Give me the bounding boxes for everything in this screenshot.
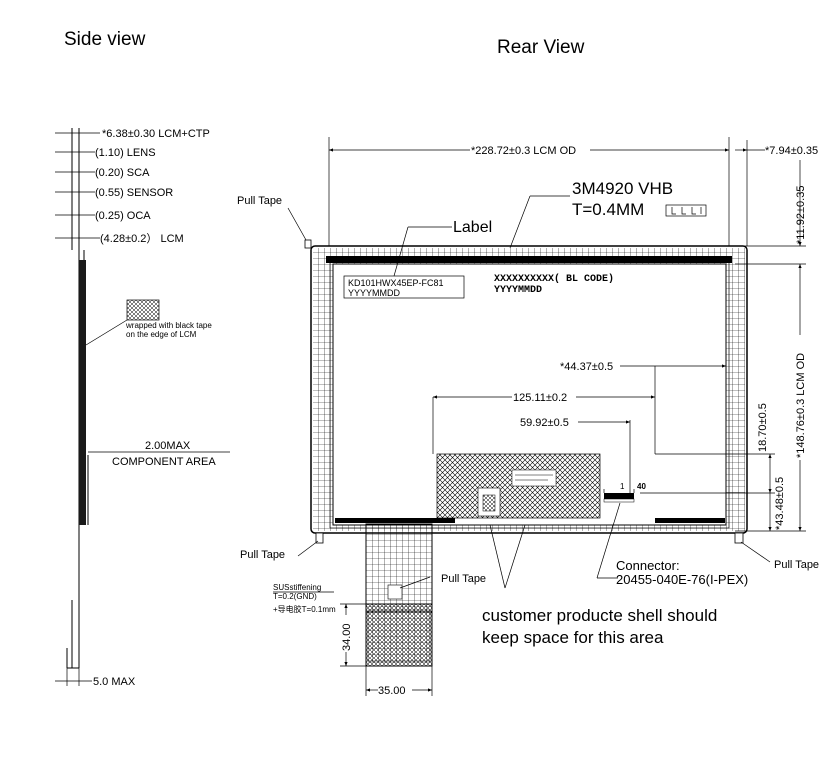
dim-35: 35.00 bbox=[378, 685, 406, 697]
label-box bbox=[343, 275, 465, 299]
label-part-number: KD101HWX45EP-FC81 bbox=[348, 278, 444, 288]
side-lcm-body bbox=[79, 260, 86, 525]
side-dim-lens: (1.10) LENS bbox=[95, 147, 156, 159]
tape-note-line1: wrapped with black tape bbox=[125, 321, 212, 330]
customer-note-line1: customer producte shell should bbox=[482, 606, 717, 625]
bl-code: XXXXXXXXXX( BL CODE) bbox=[494, 273, 614, 285]
side-dim-sensor: (0.55) SENSOR bbox=[95, 187, 173, 199]
side-bottom-max: 5.0 MAX bbox=[93, 676, 136, 688]
pin-40: 40 bbox=[637, 482, 646, 491]
component-max: 2.00MAX bbox=[145, 440, 191, 452]
pull-tape-top: Pull Tape bbox=[237, 195, 282, 207]
component-area: COMPONENT AREA bbox=[112, 456, 216, 468]
dim-right-offset: *7.94±0.35 bbox=[765, 145, 818, 157]
connector-label: Connector: bbox=[616, 558, 680, 573]
side-dim-lcm: (4.28±0.2） LCM bbox=[100, 232, 184, 245]
side-view: *6.38±0.30 LCM+CTP (1.10) LENS (0.20) SC… bbox=[55, 128, 230, 688]
side-view-title: Side view bbox=[64, 29, 146, 50]
connector-part: 20455-040E-76(I-PEX) bbox=[616, 572, 748, 587]
dim-height-od: *148.76±0.3 LCM OD bbox=[795, 353, 807, 458]
dim-12511: 125.11±0.2 bbox=[513, 392, 567, 404]
rear-view: KD101HWX45EP-FC81 YYYYMMDD Label XXXXXXX… bbox=[237, 137, 819, 697]
vhb-symbol bbox=[665, 204, 707, 217]
side-dim-ticks bbox=[55, 132, 100, 239]
dim-width-od: *228.72±0.3 LCM OD bbox=[471, 145, 576, 157]
dim-1870: 18.70±0.5 bbox=[757, 403, 769, 452]
dim-4348: *43.48±0.5 bbox=[774, 477, 786, 530]
side-dim-sca: (0.20) SCA bbox=[95, 167, 150, 179]
sus-line1: SUSstiffening bbox=[273, 583, 321, 592]
dim-top-offset: *11.92±0.35 bbox=[795, 186, 807, 244]
dim-5992: 59.92±0.5 bbox=[520, 417, 569, 429]
pull-tape-fpc: Pull Tape bbox=[441, 573, 486, 585]
vhb-thickness: T=0.4MM bbox=[572, 200, 644, 219]
bl-date: YYYYMMDD bbox=[494, 285, 542, 296]
lcm-outline bbox=[310, 245, 748, 534]
black-tape-swatch bbox=[126, 299, 160, 321]
side-dim-oca: (0.25) OCA bbox=[95, 210, 151, 222]
vhb-name: 3M4920 VHB bbox=[572, 179, 673, 198]
pull-tape-right: Pull Tape bbox=[774, 559, 819, 571]
side-dim-total: *6.38±0.30 LCM+CTP bbox=[102, 128, 210, 140]
tape-note-line2: on the edge of LCM bbox=[126, 330, 197, 339]
pin-1: 1 bbox=[620, 482, 625, 491]
sus-line3: +导电胶T=0.1mm bbox=[273, 604, 336, 614]
pull-tape-left: Pull Tape bbox=[240, 549, 285, 561]
rear-view-title: Rear View bbox=[497, 37, 585, 58]
customer-note-line2: keep space for this area bbox=[482, 628, 664, 647]
dim-4437: *44.37±0.5 bbox=[560, 361, 613, 373]
label-callout: Label bbox=[453, 219, 492, 236]
dim-34: 34.00 bbox=[341, 623, 353, 651]
connector-body bbox=[604, 493, 634, 499]
sus-line2: T=0.2(GND) bbox=[273, 592, 317, 601]
label-date: YYYYMMDD bbox=[348, 288, 401, 298]
